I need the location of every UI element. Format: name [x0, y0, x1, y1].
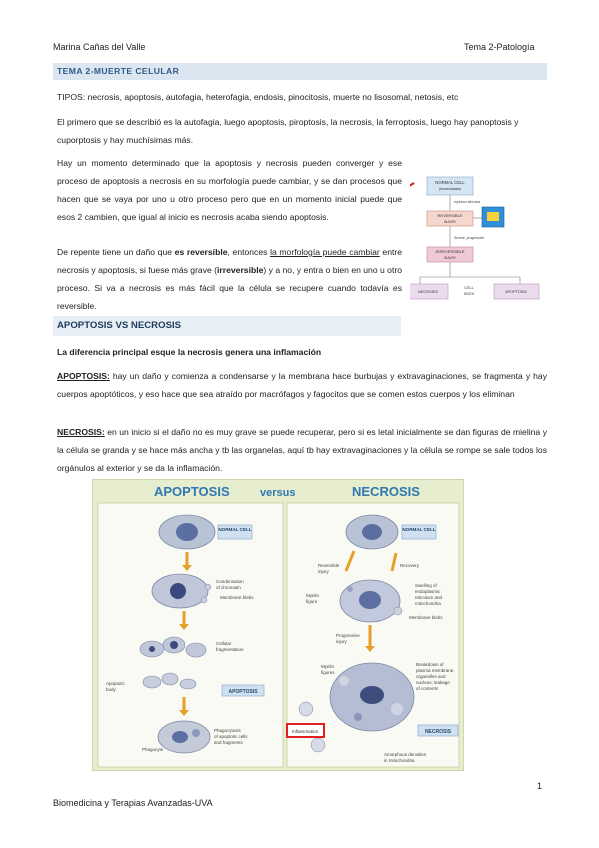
- p3-underline-morfologia: la morfología puede cambiar: [270, 247, 380, 257]
- paragraph-reversible: De repente tiene un daño que es reversib…: [57, 243, 402, 315]
- inflammation-cells: [298, 701, 326, 753]
- reversible-sub: INJURY: [444, 220, 457, 224]
- inflammation-label: Inflammation: [292, 729, 319, 734]
- necrosis-term: NECROSIS:: [57, 427, 105, 437]
- p3-a: De repente tiene un daño que: [57, 247, 175, 257]
- myelin-label-2: figure: [306, 599, 318, 604]
- fig-title-apoptosis: APOPTOSIS: [154, 484, 230, 499]
- apoptotic-bodies: [142, 672, 197, 690]
- tipos-text: necrosis, apoptosis, autofagia, heterofa…: [85, 92, 459, 102]
- amorphous-label-1: Amorphous densities: [384, 752, 427, 757]
- severe-label: Severe, progressive: [454, 236, 484, 240]
- normal-cell-label: NORMAL CELL: [435, 180, 465, 185]
- breakdown-label-3: organelles and: [416, 674, 446, 679]
- amorphous-label-2: in mitochondria: [384, 758, 415, 763]
- myelin-figures-label-2: figures: [321, 670, 335, 675]
- cell-injury-flow-diagram: NORMAL CELL (homeostasis) Injurious stim…: [410, 176, 540, 300]
- apoptosis-vs-necrosis-figure: APOPTOSIS versus NECROSIS NORMAL CELL Co…: [92, 479, 464, 771]
- phagocytosis-label-2: of apoptotic cells: [214, 734, 248, 739]
- cell-death-label: CELL: [464, 286, 474, 290]
- header-author: Marina Cañas del Valle: [53, 42, 146, 52]
- cell-death-sub: DEATH: [464, 292, 475, 296]
- phagocyte-label: Phagocyte: [142, 747, 164, 752]
- apoptosis-term: APOPTOSIS:: [57, 371, 110, 381]
- apoptotic-body-label-2: body: [106, 687, 117, 692]
- phagocytosis-label-1: Phagocytosis: [214, 728, 242, 733]
- irreversible-sub: INJURY: [444, 256, 457, 260]
- reversible-label-2: injury: [318, 569, 330, 574]
- breakdown-label-5: of contents: [416, 686, 439, 691]
- paragraph-autofagia: El primero que se describió es la autofa…: [57, 117, 519, 145]
- normal-cell-tag-left: NORMAL CELL: [218, 527, 252, 532]
- membrane-blebs-left: Membrane blebs: [220, 595, 254, 600]
- normal-cell-right: [345, 514, 399, 550]
- normal-cell-tag-right: NORMAL CELL: [402, 527, 436, 532]
- p3-e: entre necrosis y apoptosis, si fuese más…: [57, 247, 403, 275]
- necrosis-tag: NECROSIS: [425, 729, 452, 735]
- phagocyte-cell: [157, 720, 211, 754]
- fig-title-necrosis: NECROSIS: [352, 484, 420, 499]
- fragmenting-cell: [139, 636, 207, 658]
- swelling-label-1: Swelling of: [415, 583, 438, 588]
- normal-cell-left: [158, 514, 216, 550]
- breakdown-label-1: Breakdown of: [416, 662, 444, 667]
- reversible-label: REVERSIBLE: [437, 213, 462, 218]
- section-title-apoptosis-vs-necrosis: APOPTOSIS VS NECROSIS: [53, 316, 401, 336]
- apoptosis-desc: hay un daño y comienza a condensarse y l…: [57, 371, 547, 399]
- tipos-label: TIPOS:: [57, 92, 86, 102]
- myelin-figures-label-1: Myelin: [321, 664, 335, 669]
- necrosis-box: [410, 283, 449, 300]
- reversible-label-1: Reversible: [318, 563, 340, 568]
- swelling-label-4: mitochondria: [415, 601, 441, 606]
- page-number: 1: [537, 781, 543, 791]
- necrosis-label: NECROSIS: [418, 290, 438, 294]
- condensation-label-2: of chromatin: [216, 585, 241, 590]
- myelin-label-1: Myelin: [306, 593, 320, 598]
- recovery-label: Recovery: [400, 563, 420, 568]
- p3-bold-irreversible: irreversible: [217, 265, 264, 275]
- swelling-label-2: endoplasmic: [415, 589, 441, 594]
- footer-text: Biomedicina y Terapias Avanzadas-UVA: [53, 798, 213, 808]
- p3-c: , entonces: [227, 247, 271, 257]
- progressive-label-2: injury: [336, 639, 348, 644]
- breakdown-label-2: plasma membrane,: [416, 668, 455, 673]
- breakdown-label-4: nucleus; leakage: [416, 680, 450, 685]
- necrosis-desc: en un inicio si el daño no es muy grave …: [57, 427, 547, 473]
- section-title-muerte-celular: TEMA 2-MUERTE CELULAR: [53, 63, 547, 80]
- paragraph-necrosis: NECROSIS: en un inicio si el daño no es …: [57, 423, 547, 477]
- membrane-blebs-right: Membrane blebs: [409, 615, 443, 620]
- fragmentation-label-1: Cellular: [216, 641, 232, 646]
- fragmentation-label-2: fragmentation: [216, 647, 244, 652]
- normal-cell-sub: (homeostasis): [439, 187, 462, 191]
- p3-g: ) y a no, y entra o bien en uno u otro p…: [57, 265, 402, 311]
- apoptosis-box: [493, 283, 540, 300]
- subtitle-diferencia: La diferencia principal esque la necrosi…: [57, 347, 322, 357]
- paragraph-converger: Hay un momento determinado que la apopto…: [57, 158, 402, 222]
- necrotic-cell: [329, 662, 415, 732]
- header-topic: Tema 2-Patología: [464, 42, 535, 52]
- swollen-cell: [339, 579, 403, 623]
- fig-title-versus: versus: [260, 487, 295, 499]
- progressive-label-1: Progressive: [336, 633, 360, 638]
- phagocytosis-label-3: and fragments: [214, 740, 244, 745]
- red-mark: [410, 182, 415, 187]
- stimulus-label: Injurious stimulus: [454, 200, 480, 204]
- apoptosis-tag: APOPTOSIS: [228, 689, 258, 695]
- paragraph-apoptosis: APOPTOSIS: hay un daño y comienza a cond…: [57, 367, 547, 403]
- condensing-cell: [151, 573, 212, 609]
- irreversible-label: IRREVERSIBLE: [435, 249, 464, 254]
- condensation-label-1: Condensation: [216, 579, 244, 584]
- p3-bold-reversible: es reversible: [174, 247, 228, 257]
- apoptotic-body-label-1: Apoptotic: [106, 681, 126, 686]
- inflammation-highlight: [286, 723, 325, 738]
- apoptosis-label: APOPTOSIS: [505, 290, 527, 294]
- tipos-paragraph: TIPOS: necrosis, apoptosis, autofagia, h…: [57, 88, 547, 106]
- swelling-label-3: reticulum and: [415, 595, 443, 600]
